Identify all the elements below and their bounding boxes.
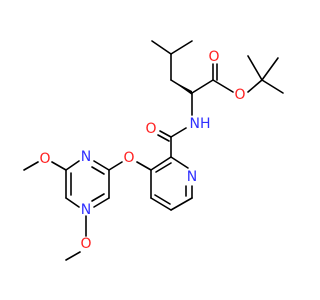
bond-pmc6-omethoxy-top bbox=[51, 161, 67, 171]
atom-label-ester-oxygen-double: O bbox=[208, 49, 219, 65]
atom-label-pyridine-nitrogen: N bbox=[187, 169, 197, 185]
bond-cester-osingle bbox=[212, 79, 234, 93]
bond-pmc5-pmc4 bbox=[65, 197, 80, 208]
bond-n-camide bbox=[170, 127, 187, 138]
bond-omethoxy-top-me bbox=[23, 161, 39, 171]
atom-label-pyrimidine-nitrogen-1: N bbox=[81, 149, 91, 165]
bond-omethoxy-bottom-me bbox=[65, 251, 81, 261]
atom-label-ester-oxygen-single: O bbox=[234, 87, 245, 103]
bond-n1-pmc6 bbox=[65, 160, 80, 171]
bond-layer bbox=[23, 40, 284, 261]
atom-label-methoxy-oxygen-bottom: O bbox=[80, 236, 91, 252]
stereo-wedge bbox=[171, 80, 192, 95]
atom-layer: O NH O O N O N N O O bbox=[39, 49, 245, 252]
bond-pmc2-n1 bbox=[93, 160, 110, 171]
bond-pmc2-n1-inner bbox=[91, 166, 105, 175]
structure-svg: O NH O O N O N N O O bbox=[23, 40, 284, 261]
bond-osingle-ctbu bbox=[247, 79, 263, 93]
bond-c5-c4-inner bbox=[154, 194, 171, 205]
atom-label-amide-nh: NH bbox=[190, 116, 211, 132]
atom-label-pyrimidine-nitrogen-2: N bbox=[81, 202, 91, 218]
bond-oether-pmc2 bbox=[108, 161, 123, 171]
bond-pmc4-n3 bbox=[93, 197, 110, 208]
bond-camide-o-1 bbox=[159, 130, 172, 138]
bond-calpha-cester bbox=[191, 79, 214, 94]
bond-camide-o-2 bbox=[157, 134, 170, 142]
bond-c3-oether bbox=[136, 161, 152, 171]
molecule-diagram: O NH O O N O N N O O bbox=[23, 40, 284, 261]
atom-label-carbonyl-oxygen: O bbox=[145, 121, 156, 137]
bond-ch3a-ch bbox=[151, 40, 172, 55]
bond-c3-c2-inner bbox=[155, 162, 172, 173]
bond-c5-c4 bbox=[150, 197, 172, 211]
bond-ch3b-ch bbox=[170, 40, 193, 55]
bond-pmc4-n3-inner bbox=[91, 193, 105, 202]
bond-ctbu-me3 bbox=[247, 55, 263, 81]
atom-label-methoxy-oxygen-top: O bbox=[39, 151, 50, 167]
bond-c3-c2 bbox=[150, 156, 172, 171]
bond-pyc2-n1 bbox=[170, 156, 189, 169]
bond-ctbu-me1 bbox=[261, 79, 284, 94]
bond-c6-c5 bbox=[170, 197, 193, 211]
bond-ctbu-me2 bbox=[261, 57, 279, 81]
atom-label-ether-oxygen: O bbox=[123, 150, 134, 166]
